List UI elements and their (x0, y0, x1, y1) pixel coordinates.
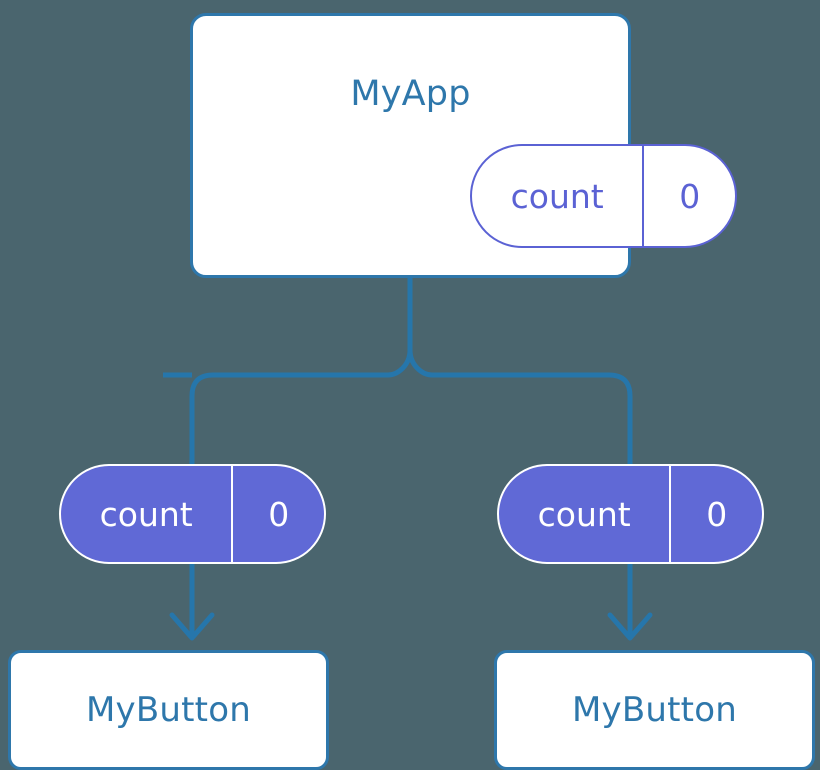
prop-pill-right[interactable]: count 0 (497, 464, 764, 564)
prop-pill-left-value: 0 (268, 494, 290, 534)
branch-left (163, 349, 413, 464)
state-pill-key: count (472, 146, 645, 246)
component-card-mybutton-right[interactable]: MyButton (494, 650, 815, 770)
component-card-myapp[interactable]: MyApp count 0 (190, 13, 737, 278)
component-name-mybutton-left: MyButton (86, 690, 251, 730)
prop-pill-right-key: count (499, 466, 672, 562)
prop-pill-left-key: count (61, 466, 234, 562)
prop-pill-left[interactable]: count 0 (59, 464, 326, 564)
arrow-head-right (607, 612, 653, 641)
branch-right (407, 349, 633, 464)
component-name-mybutton-right: MyButton (572, 690, 737, 730)
state-pill-myapp[interactable]: count 0 (470, 144, 737, 248)
component-card-mybutton-left[interactable]: MyButton (8, 650, 329, 770)
prop-pill-right-value: 0 (706, 494, 728, 534)
arrow-head-left (169, 612, 215, 641)
component-name-myapp: MyApp (350, 74, 471, 114)
state-pill-value: 0 (679, 176, 701, 216)
